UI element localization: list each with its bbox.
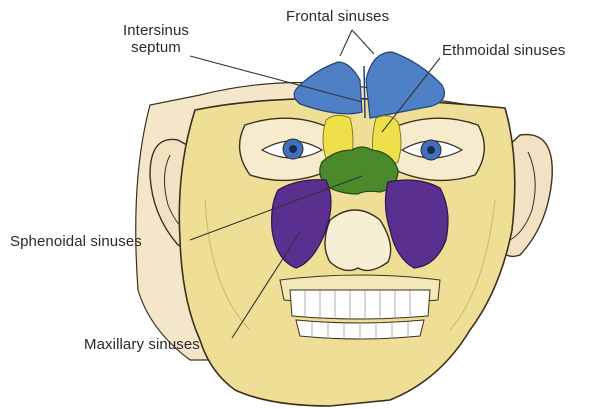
label-frontal-sinuses: Frontal sinuses (286, 8, 389, 25)
frontal-sinus-left (294, 62, 362, 114)
label-sphenoidal-sinuses: Sphenoidal sinuses (10, 233, 142, 250)
leader-frontal-right (352, 30, 374, 54)
label-intersinus-line2: septum (110, 39, 202, 56)
intersinus-septum (364, 66, 365, 118)
right-eye-pupil (427, 146, 435, 154)
leader-frontal-left (340, 30, 352, 56)
label-maxillary-sinuses: Maxillary sinuses (84, 336, 200, 353)
label-intersinus-septum: Intersinus septum (110, 22, 202, 56)
upper-teeth (290, 290, 430, 319)
label-ethmoidal-sinuses: Ethmoidal sinuses (442, 42, 565, 59)
left-eye-pupil (289, 145, 297, 153)
label-intersinus-line1: Intersinus (110, 22, 202, 39)
